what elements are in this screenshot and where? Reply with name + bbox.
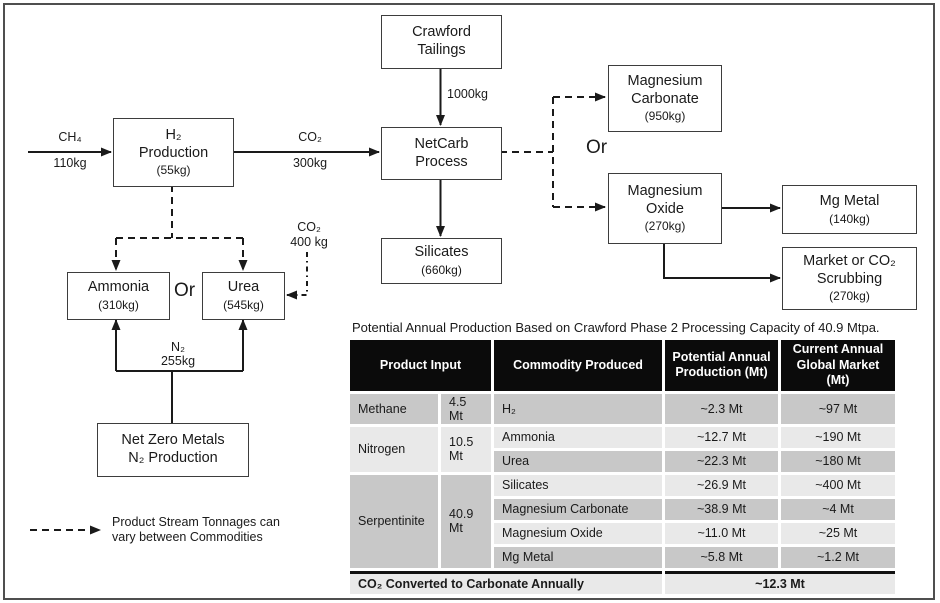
table-row: Nitrogen 10.5 Mt Ammonia ~12.7 Mt ~190 M… bbox=[350, 426, 895, 472]
header-global-market: Current Annual Global Market (Mt) bbox=[781, 340, 895, 391]
box-crawford-tailings: Crawford Tailings bbox=[381, 15, 502, 69]
commodity-cell: H₂ bbox=[494, 393, 662, 424]
box-line: Ammonia bbox=[87, 279, 150, 296]
box-line: Tailings bbox=[417, 42, 466, 58]
market-cell: ~25 Mt bbox=[781, 522, 895, 544]
label-co2-400-amount: 400 kg bbox=[290, 235, 328, 249]
box-line: Oxide bbox=[646, 200, 684, 217]
label-co2-300-amount: 300kg bbox=[292, 156, 328, 170]
legend-note: Product Stream Tonnages can vary between… bbox=[112, 515, 307, 545]
production-cell: ~12.7 Mt bbox=[665, 426, 778, 448]
input-amount: 4.5 Mt bbox=[441, 393, 491, 424]
market-cell: ~400 Mt bbox=[781, 474, 895, 496]
label-ch4-amount: 110kg bbox=[53, 156, 87, 170]
box-line: Market or CO₂ bbox=[803, 253, 896, 269]
production-cell: ~2.3 Mt bbox=[665, 393, 778, 424]
header-product-input: Product Input bbox=[350, 340, 491, 391]
box-value: (950kg) bbox=[644, 109, 686, 124]
box-net-zero-metals: Net Zero Metals N₂ Production bbox=[97, 423, 249, 477]
footer-value: ~12.3 Mt bbox=[665, 570, 895, 594]
label-n2-amount: 255kg bbox=[160, 354, 196, 368]
commodity-cell: Magnesium Oxide bbox=[494, 522, 662, 544]
input-amount: 40.9 Mt bbox=[441, 474, 491, 568]
box-ammonia: Ammonia (310kg) bbox=[67, 272, 170, 320]
box-h2-production: H₂ Production (55kg) bbox=[113, 118, 234, 187]
commodity-cell: Urea bbox=[494, 450, 662, 472]
box-line: Process bbox=[415, 153, 468, 170]
label-tailings-amount: 1000kg bbox=[447, 87, 489, 101]
table-title: Potential Annual Production Based on Cra… bbox=[352, 320, 880, 335]
market-cell: ~4 Mt bbox=[781, 498, 895, 520]
box-line: Net Zero Metals bbox=[121, 432, 225, 449]
box-value: (545kg) bbox=[223, 298, 264, 313]
box-line: Magnesium bbox=[627, 73, 703, 89]
commodity-cell: Mg Metal bbox=[494, 546, 662, 568]
production-cell: ~11.0 Mt bbox=[665, 522, 778, 544]
market-cell: ~190 Mt bbox=[781, 426, 895, 448]
market-cell: ~1.2 Mt bbox=[781, 546, 895, 568]
box-line: Silicates bbox=[414, 244, 469, 261]
box-line: N₂ Production bbox=[128, 450, 218, 466]
header-commodity-produced: Commodity Produced bbox=[494, 340, 662, 391]
box-value: (270kg) bbox=[644, 219, 686, 234]
box-magnesium-oxide: Magnesium Oxide (270kg) bbox=[608, 173, 722, 244]
box-line: Urea bbox=[227, 279, 260, 296]
box-line: Carbonate bbox=[631, 90, 699, 107]
label-co2-400: CO₂ bbox=[297, 220, 321, 234]
input-name: Methane bbox=[350, 393, 438, 424]
box-netcarb-process: NetCarb Process bbox=[381, 127, 502, 180]
commodity-cell: Ammonia bbox=[494, 426, 662, 448]
legend-line: vary between Commodities bbox=[112, 530, 263, 544]
footer-label: CO₂ Converted to Carbonate Annually bbox=[350, 570, 662, 594]
box-line: Magnesium bbox=[627, 183, 703, 199]
table-footer-row: CO₂ Converted to Carbonate Annually ~12.… bbox=[350, 570, 895, 594]
production-cell: ~26.9 Mt bbox=[665, 474, 778, 496]
production-cell: ~22.3 Mt bbox=[665, 450, 778, 472]
commodity-cell: Silicates bbox=[494, 474, 662, 496]
header-potential-production: Potential Annual Production (Mt) bbox=[665, 340, 778, 391]
box-urea: Urea (545kg) bbox=[202, 272, 285, 320]
label-or-ammonia-urea: Or bbox=[174, 280, 196, 301]
box-line: Crawford bbox=[412, 24, 471, 41]
input-name: Serpentinite bbox=[350, 474, 438, 568]
box-market-or-co2-scrubbing: Market or CO₂ Scrubbing (270kg) bbox=[782, 247, 917, 310]
box-line: NetCarb bbox=[414, 135, 469, 152]
label-n2: N₂ bbox=[171, 340, 185, 354]
table-row: Mg Metal ~5.8 Mt ~1.2 Mt bbox=[350, 546, 895, 568]
market-cell: ~97 Mt bbox=[781, 393, 895, 424]
table-row: Serpentinite 40.9 Mt Silicates ~26.9 Mt … bbox=[350, 474, 895, 568]
figure-border bbox=[3, 3, 935, 600]
box-value: (270kg) bbox=[829, 289, 870, 304]
label-or-magnesium: Or bbox=[586, 137, 608, 158]
box-line: H₂ bbox=[165, 127, 182, 143]
box-magnesium-carbonate: Magnesium Carbonate (950kg) bbox=[608, 65, 722, 132]
box-value: (140kg) bbox=[829, 211, 870, 226]
input-name: Nitrogen bbox=[350, 426, 438, 472]
legend-line: Product Stream Tonnages can bbox=[112, 515, 280, 529]
box-line: Scrubbing bbox=[816, 270, 883, 287]
production-cell: ~5.8 Mt bbox=[665, 546, 778, 568]
production-table: Product Input Commodity Produced Potenti… bbox=[347, 337, 898, 597]
box-value: (310kg) bbox=[98, 298, 139, 313]
box-value: (55kg) bbox=[156, 163, 191, 178]
label-co2-300: CO₂ bbox=[298, 130, 322, 144]
table-row: Magnesium Carbonate ~38.9 Mt ~4 Mt bbox=[350, 498, 895, 520]
production-cell: ~38.9 Mt bbox=[665, 498, 778, 520]
box-line: Production bbox=[138, 144, 209, 161]
table-header-row: Product Input Commodity Produced Potenti… bbox=[350, 340, 895, 391]
box-value: (660kg) bbox=[421, 263, 462, 278]
table-row: Magnesium Oxide ~11.0 Mt ~25 Mt bbox=[350, 522, 895, 544]
box-mg-metal: Mg Metal (140kg) bbox=[782, 185, 917, 234]
table-row: Methane 4.5 Mt H₂ ~2.3 Mt ~97 Mt bbox=[350, 393, 895, 424]
table-row: Urea ~22.3 Mt ~180 Mt bbox=[350, 450, 895, 472]
label-ch4: CH₄ bbox=[58, 130, 82, 144]
market-cell: ~180 Mt bbox=[781, 450, 895, 472]
box-line: Mg Metal bbox=[819, 192, 880, 209]
commodity-cell: Magnesium Carbonate bbox=[494, 498, 662, 520]
input-amount: 10.5 Mt bbox=[441, 426, 491, 472]
box-silicates: Silicates (660kg) bbox=[381, 238, 502, 284]
